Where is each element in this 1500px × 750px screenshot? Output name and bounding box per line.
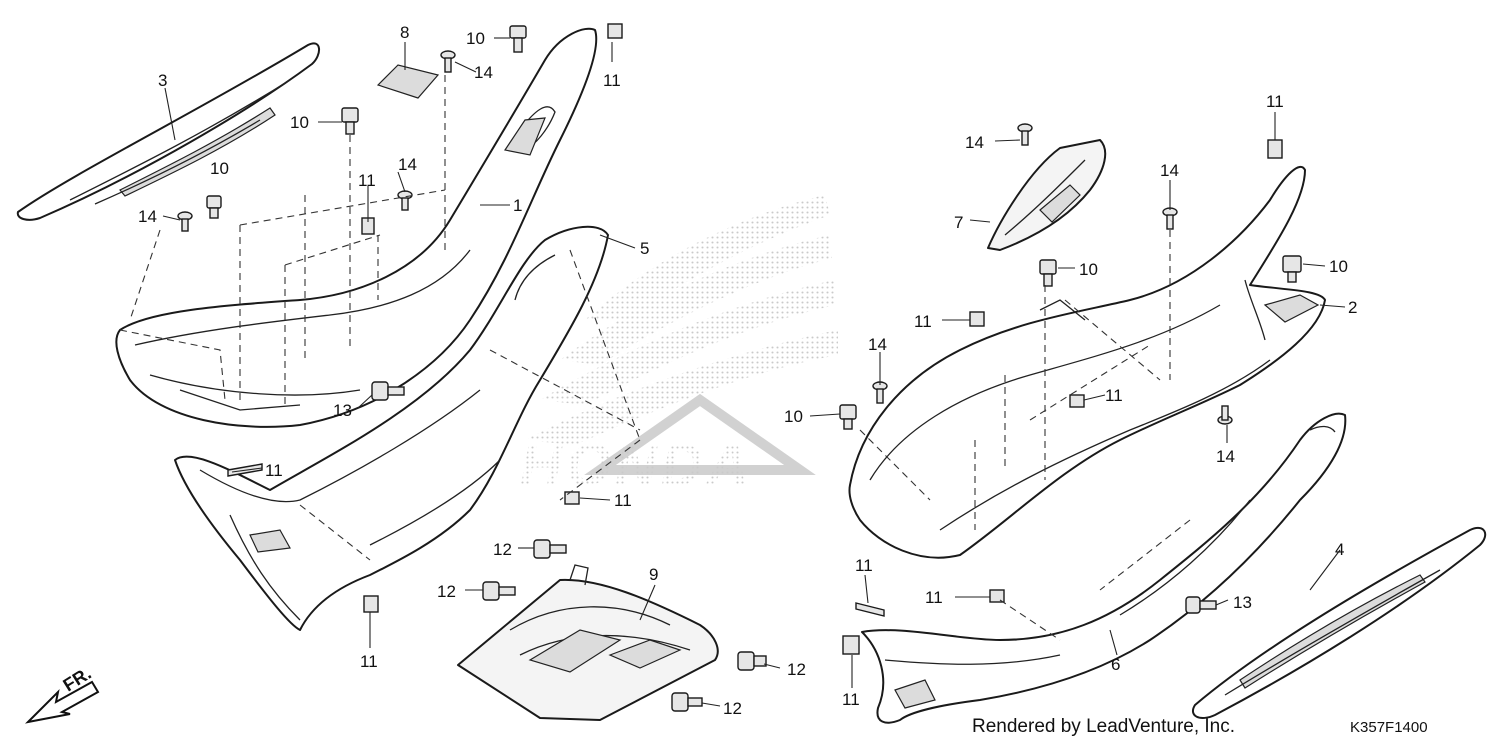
part-9-undercover [457,564,719,721]
clip-11-k [842,635,860,655]
callout-10: 10 [784,407,803,426]
callout-3: 3 [158,71,167,90]
callout-7: 7 [954,213,963,232]
bolt-12-b [482,581,516,601]
bolt-12-c [737,651,767,671]
callout-11: 11 [925,588,943,607]
callout-11: 11 [855,556,873,575]
part-6-lower-cover-right [861,412,1347,724]
callout-12: 12 [493,540,512,559]
callout-11: 11 [358,171,376,190]
callout-11: 11 [265,461,283,480]
part-7-small-cover [987,139,1107,251]
callout-11: 11 [914,312,932,331]
callout-labels: 3 8 10 14 11 10 10 14 11 14 1 5 13 11 11… [138,23,1357,718]
screw-14-a [440,50,456,73]
hardware [177,23,1302,712]
clip-11-d [564,491,580,505]
callout-12: 12 [723,699,742,718]
callout-8: 8 [400,23,409,42]
callout-11: 11 [360,652,378,671]
clip-11-j [989,589,1005,603]
callout-10: 10 [1079,260,1098,279]
part-3-trim-strip [16,42,320,221]
screw-14-f [872,381,888,404]
screw-14-b [397,190,413,211]
screw-14-d [1017,123,1033,146]
callout-14: 14 [138,207,157,226]
rendered-by-credit: Rendered by LeadVenture, Inc. [972,716,1235,737]
callout-11: 11 [603,71,621,90]
bolt-12-a [533,539,567,559]
bolt-10-e [1282,255,1302,283]
part-5-lower-cover-left [174,225,609,631]
screw-14-c [177,211,193,232]
bolt-12-d [671,692,703,712]
bolt-10-a [341,107,359,135]
callout-14: 14 [868,335,887,354]
honda-wing-logo-icon: HONDA [520,195,838,498]
screw-14-g [1217,405,1233,425]
clip-11-e [363,595,379,613]
callout-14: 14 [398,155,417,174]
callout-9: 9 [649,565,658,584]
bolt-10-b [206,195,222,219]
callout-1: 1 [513,196,522,215]
callout-12: 12 [787,660,806,679]
callout-10: 10 [466,29,485,48]
callout-5: 5 [640,239,649,258]
screw-14-e [1162,207,1178,230]
callout-14: 14 [474,63,493,82]
callout-13: 13 [333,401,352,420]
clip-11-a [607,23,623,39]
callout-11: 11 [842,690,860,709]
alignment-lines [119,75,1191,641]
callout-2: 2 [1348,298,1357,317]
callout-6: 6 [1111,655,1120,674]
bolt-13-b [1185,596,1217,614]
bolt-13-a [371,381,405,401]
clip-11-f [1267,139,1283,159]
callout-14: 14 [1216,447,1235,466]
callout-12: 12 [437,582,456,601]
bolt-10-c [509,25,527,53]
part-1-inner-cover-left [115,27,598,428]
callout-11: 11 [614,491,632,510]
diagram-code: K357F1400 [1350,719,1428,736]
callout-11: 11 [1105,386,1123,405]
part-8-pad [376,64,440,99]
callout-11: 11 [1266,92,1284,111]
bolt-10-f [839,404,857,430]
callout-14: 14 [965,133,984,152]
leader-lines [162,37,1346,707]
part-4-trim-strip [1192,526,1487,719]
clip-11-i [855,602,885,617]
callout-14: 14 [1160,161,1179,180]
callout-10: 10 [210,159,229,178]
callout-10: 10 [1329,257,1348,276]
callout-4: 4 [1335,540,1344,559]
clip-11-g [969,311,985,327]
bolt-10-d [1039,259,1057,287]
part-2-inner-cover-right [848,165,1326,559]
callout-10: 10 [290,113,309,132]
clip-11-h [1069,394,1085,408]
callout-13: 13 [1233,593,1252,612]
front-arrow-icon: FR. [24,663,100,724]
